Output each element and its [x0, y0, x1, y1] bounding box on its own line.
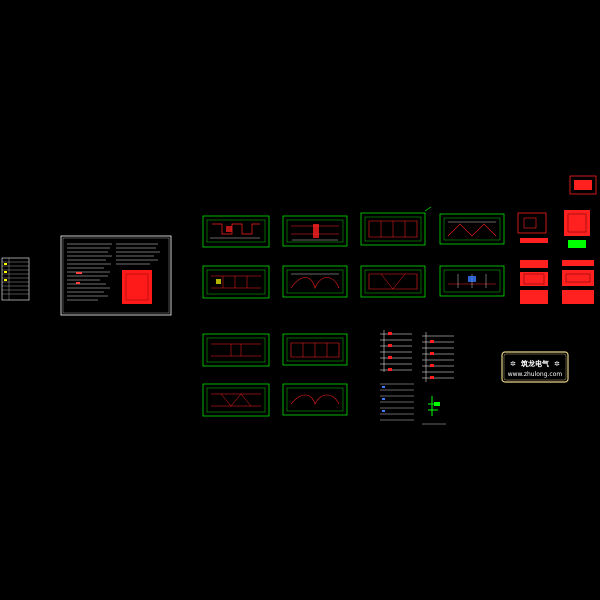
floor-plan-sheet	[202, 383, 270, 417]
panel-detail	[562, 260, 594, 304]
floor-plan-sheet	[360, 206, 432, 246]
panel-detail	[517, 212, 548, 243]
panel-detail	[569, 175, 597, 195]
watermark-star-left: ✲	[510, 360, 516, 368]
design-notes-sheet	[60, 235, 172, 316]
riser-diagram	[422, 332, 454, 382]
floor-plan-sheet	[439, 213, 505, 245]
floor-plan-sheet	[360, 265, 426, 298]
floor-plan-sheet	[202, 265, 270, 299]
watermark-star-right: ✲	[554, 360, 560, 368]
watermark-url: www.zhulong.com	[508, 371, 563, 378]
floor-plan-sheet	[439, 265, 505, 297]
panel-detail	[520, 260, 548, 304]
panel-detail	[564, 210, 590, 248]
floor-plan-sheet	[282, 333, 348, 366]
floor-plan-sheet	[202, 333, 270, 367]
floor-plan-sheet	[282, 383, 348, 416]
floor-plan-sheet	[282, 265, 348, 298]
equipment-detail	[422, 396, 446, 425]
system-schedule	[380, 383, 414, 421]
floor-plan-sheet	[282, 215, 348, 247]
watermark-title: 筑龙电气	[521, 359, 549, 368]
legend-table	[1, 257, 30, 301]
floor-plan-sheet	[202, 215, 270, 248]
zhulong-watermark: ✲ 筑龙电气 ✲ www.zhulong.com	[501, 351, 569, 383]
riser-diagram	[380, 330, 412, 372]
